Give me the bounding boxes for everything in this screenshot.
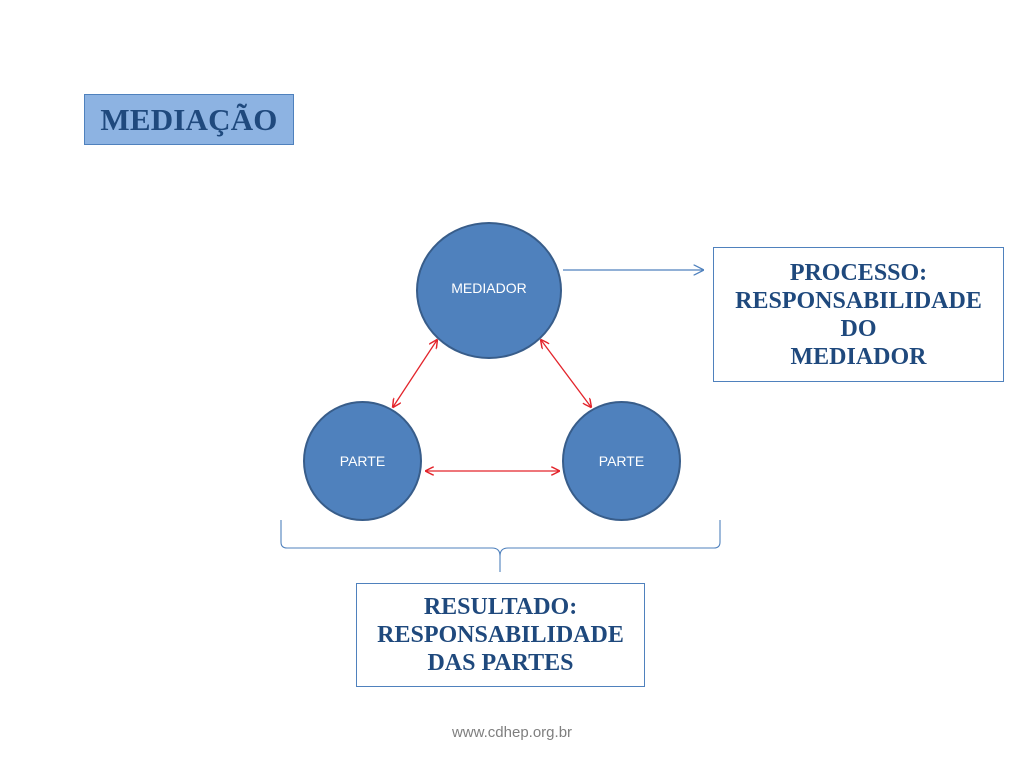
processo-line: PROCESSO: bbox=[789, 259, 928, 286]
processo-box: PROCESSO: RESPONSABILIDADE DO MEDIADOR bbox=[713, 247, 1004, 382]
slide-title: MEDIAÇÃO bbox=[84, 94, 294, 145]
resultado-line: DAS PARTES bbox=[427, 650, 574, 676]
node-mediador: MEDIADOR bbox=[416, 222, 562, 359]
arrow-mediador-parte-right bbox=[541, 340, 591, 407]
resultado-line: RESPONSABILIDADE bbox=[377, 622, 624, 648]
node-parte-left-label: PARTE bbox=[339, 453, 386, 469]
processo-line: RESPONSABILIDADE bbox=[735, 287, 982, 314]
resultado-box: RESULTADO: RESPONSABILIDADE DAS PARTES bbox=[356, 583, 645, 687]
resultado-line: RESULTADO: bbox=[423, 594, 578, 620]
node-parte-left: PARTE bbox=[303, 401, 422, 521]
node-parte-right-label: PARTE bbox=[598, 453, 645, 469]
processo-line: MEDIADOR bbox=[790, 343, 927, 370]
footer-url-text[interactable]: www.cdhep.org.br bbox=[451, 724, 573, 741]
node-parte-right: PARTE bbox=[562, 401, 681, 521]
bracket-brace bbox=[280, 520, 721, 572]
node-mediador-label: MEDIADOR bbox=[451, 279, 527, 296]
arrow-mediador-parte-left bbox=[393, 340, 437, 407]
footer-url: www.cdhep.org.br bbox=[0, 724, 1024, 741]
processo-line: DO bbox=[840, 315, 877, 342]
